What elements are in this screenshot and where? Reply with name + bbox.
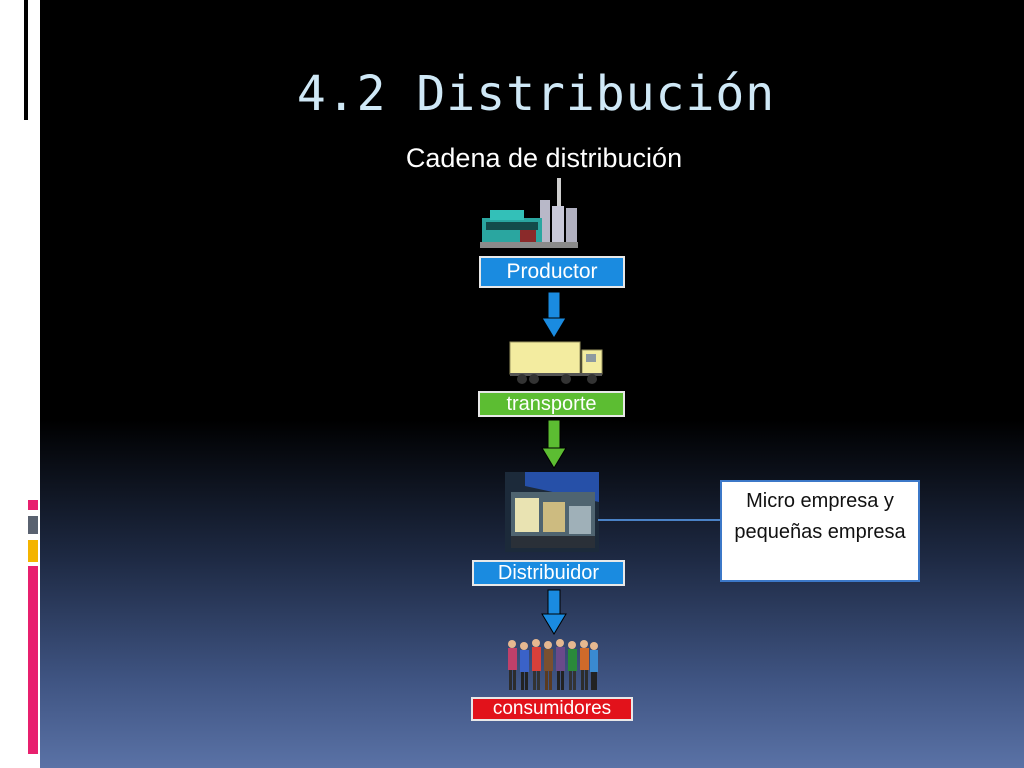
decor-bar-gray: [28, 516, 38, 534]
chain-label-distribuidor: Distribuidor: [472, 560, 625, 586]
decor-bar-pink-1: [28, 500, 38, 510]
people-icon: [508, 639, 598, 690]
arrow-productor-to-transporte: [541, 291, 567, 339]
decor-bar-pink-2: [28, 566, 38, 754]
chain-label-transporte: transporte: [478, 391, 625, 417]
decor-bar-yellow: [28, 540, 38, 562]
truck-icon: [509, 341, 603, 384]
arrow-distribuidor-to-consumidores: [541, 589, 567, 635]
connector-line: [598, 519, 720, 521]
factory-icon: [480, 178, 578, 248]
decor-bar-top: [24, 0, 28, 120]
chain-label-productor: Productor: [479, 256, 625, 288]
store-icon: [505, 472, 599, 552]
chain-label-consumidores: consumidores: [471, 697, 633, 721]
slide-subtitle: Cadena de distribución: [405, 143, 683, 173]
arrow-transporte-to-distribuidor: [541, 419, 567, 469]
note-box: Micro empresa y pequeñas empresa: [720, 480, 920, 582]
slide-title: 4.2 Distribución: [296, 66, 776, 122]
